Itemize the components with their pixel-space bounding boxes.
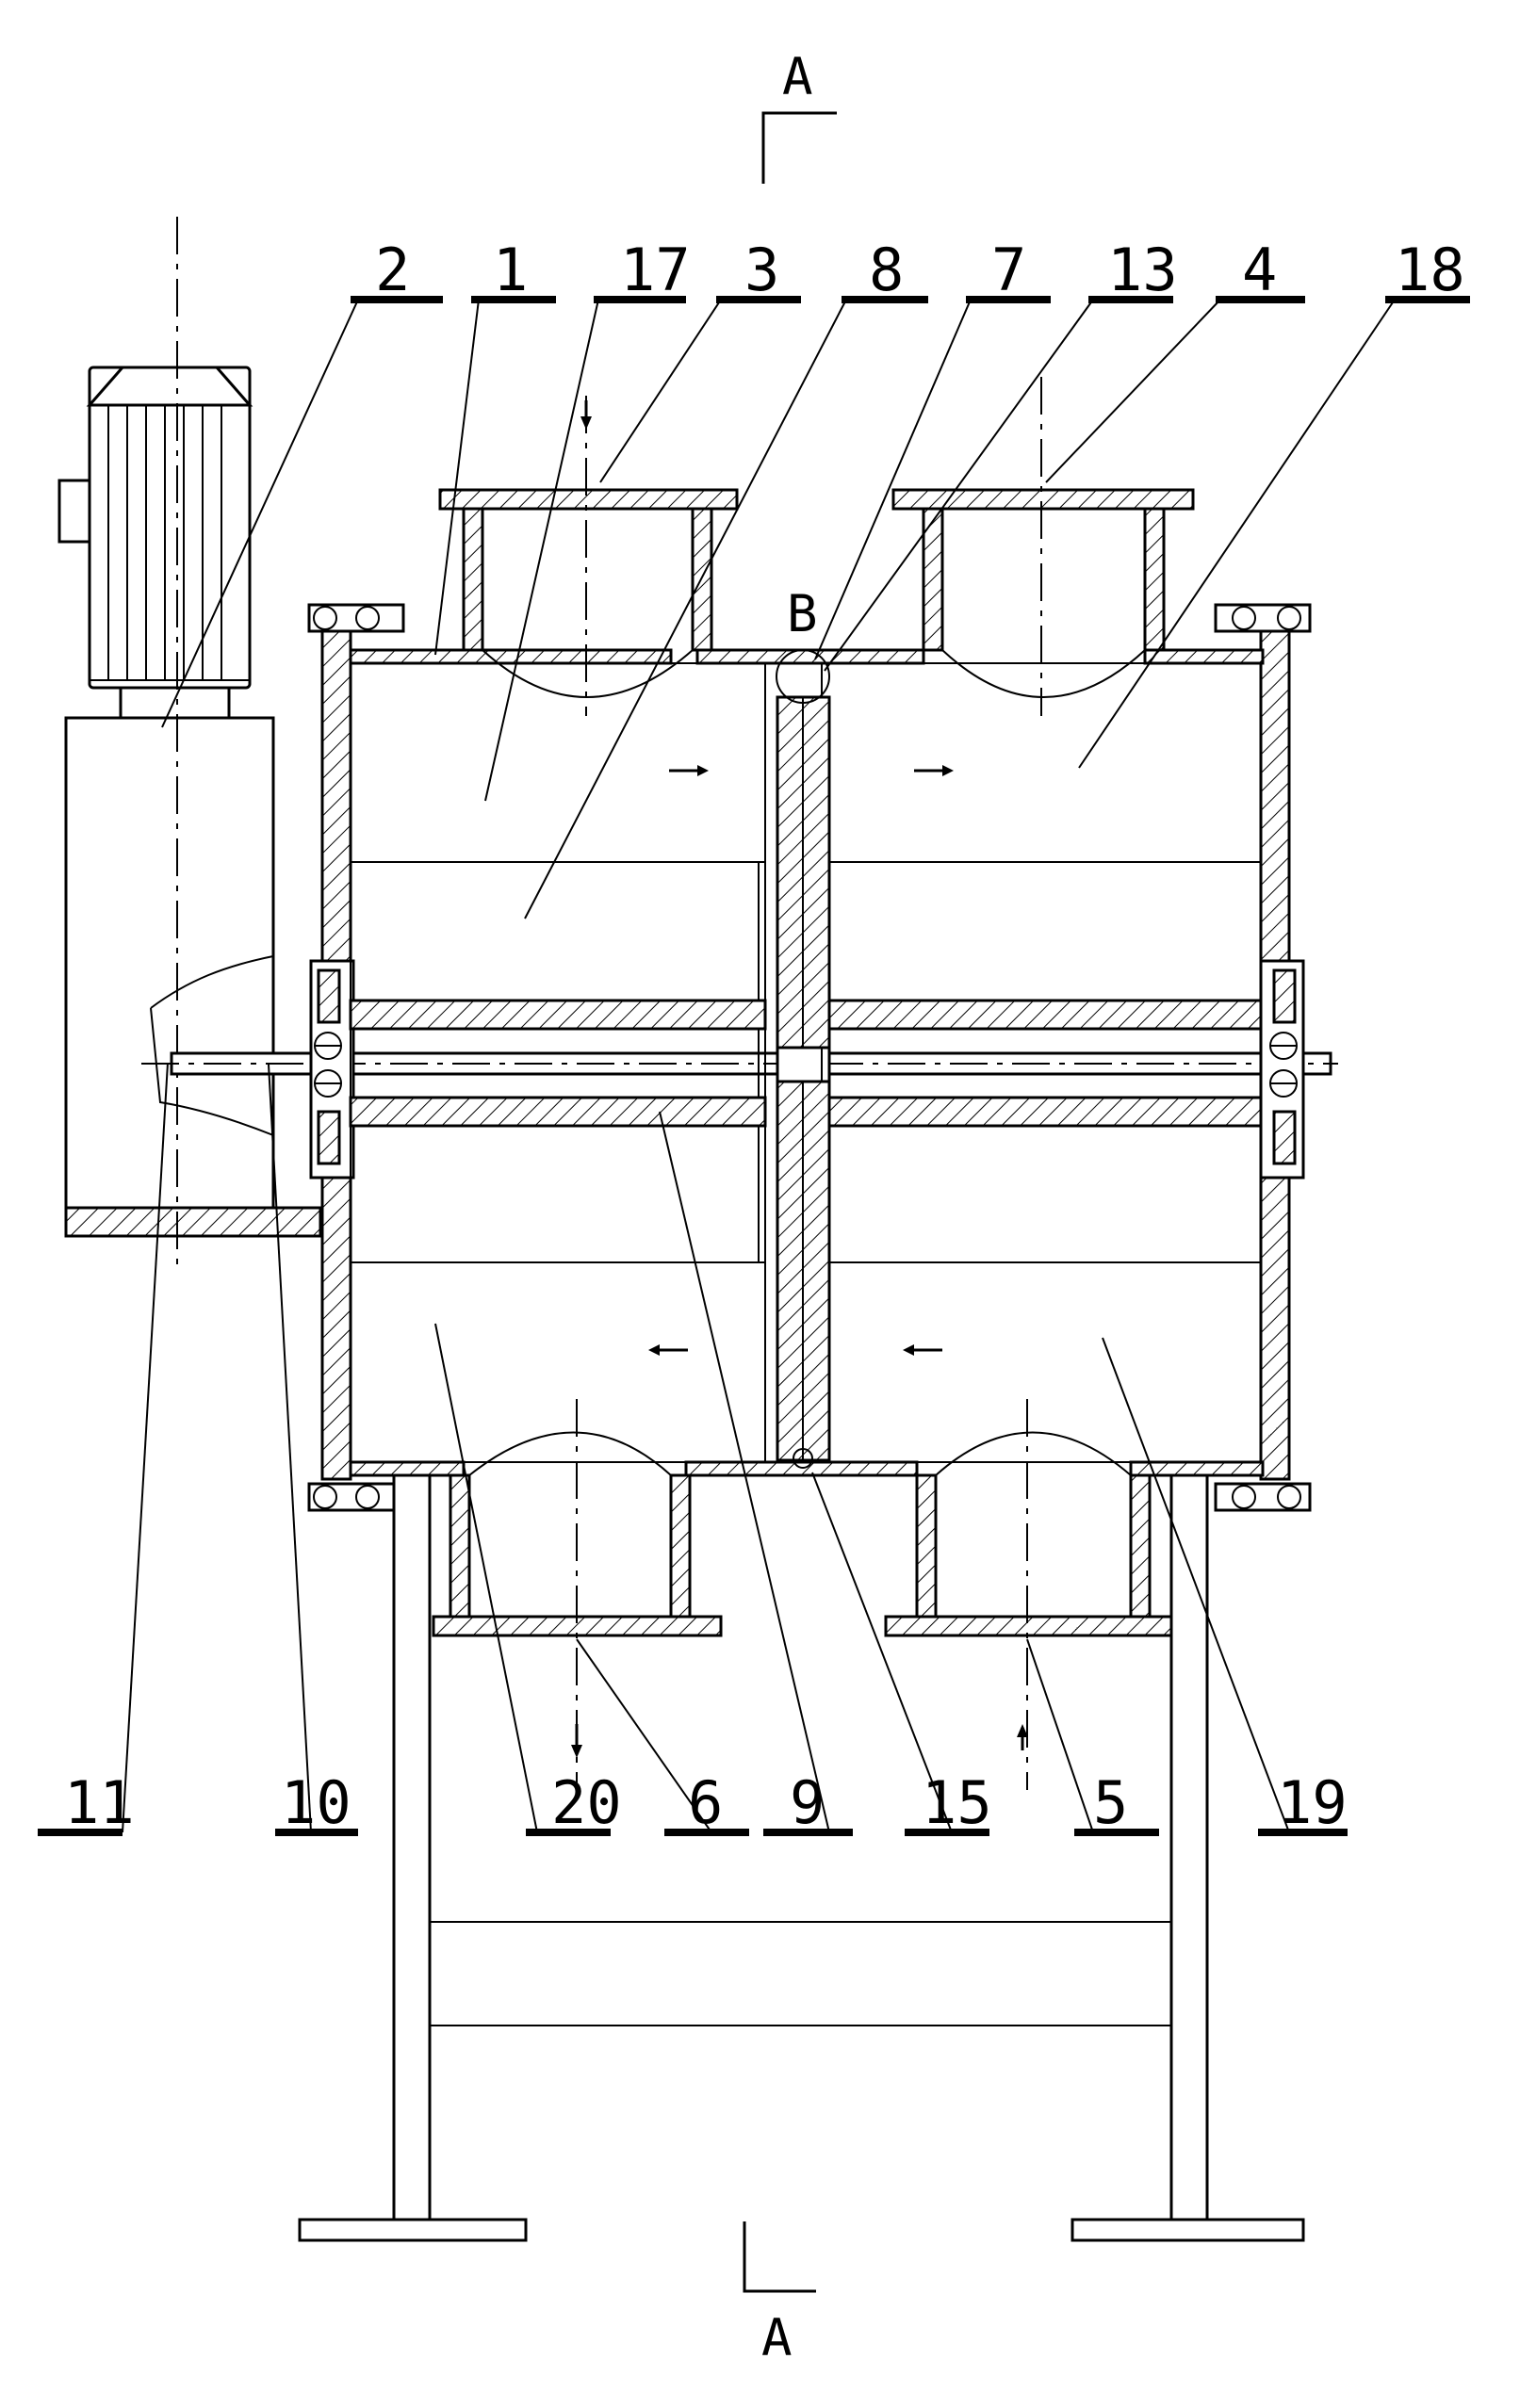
right-end-plate bbox=[1259, 625, 1305, 1481]
gearbox bbox=[64, 217, 322, 1272]
callout-label-8: 8 bbox=[869, 236, 904, 304]
callout-label-5: 5 bbox=[1093, 1768, 1128, 1837]
callout-label-18: 18 bbox=[1395, 236, 1465, 304]
callout-label-17: 17 bbox=[620, 236, 691, 304]
callout-label-2: 2 bbox=[375, 236, 410, 304]
section-letter-bottom: A bbox=[761, 2308, 793, 2367]
callout-label-15: 15 bbox=[922, 1768, 992, 1837]
callout-label-1: 1 bbox=[493, 236, 528, 304]
callout-label-6: 6 bbox=[688, 1768, 723, 1837]
outlet-nozzle-left bbox=[432, 1399, 723, 1790]
callout-label-4: 4 bbox=[1242, 236, 1277, 304]
outlet-nozzle-right bbox=[884, 1399, 1175, 1790]
callout-label-19: 19 bbox=[1277, 1768, 1348, 1837]
section-letter-top: A bbox=[782, 47, 813, 106]
support-frame bbox=[298, 1473, 1305, 2242]
callout-label-7: 7 bbox=[991, 236, 1026, 304]
callout-label-3: 3 bbox=[744, 236, 779, 304]
detail-mark-b: B bbox=[787, 584, 818, 643]
inlet-nozzle-left bbox=[438, 396, 739, 716]
section-mark-bottom: A bbox=[743, 2221, 816, 2367]
section-mark-top: A bbox=[761, 47, 837, 184]
flow-arrows bbox=[648, 765, 954, 1356]
callouts-top: 2 1 17 3 8 7 13 4 18 bbox=[351, 236, 1470, 304]
motor bbox=[57, 366, 253, 720]
left-end-plate bbox=[309, 625, 355, 1481]
central-partition bbox=[776, 649, 831, 1469]
inlet-nozzle-right bbox=[891, 377, 1195, 716]
callouts-bottom: 11 10 20 6 9 15 5 19 bbox=[38, 1768, 1348, 1837]
leader-lines bbox=[122, 299, 1396, 1833]
callout-label-9: 9 bbox=[790, 1768, 825, 1837]
drive-shaft bbox=[141, 1046, 1338, 1083]
callout-label-10: 10 bbox=[281, 1768, 351, 1837]
callout-label-11: 11 bbox=[64, 1768, 135, 1837]
callout-label-13: 13 bbox=[1107, 236, 1178, 304]
callout-label-20: 20 bbox=[551, 1768, 622, 1837]
